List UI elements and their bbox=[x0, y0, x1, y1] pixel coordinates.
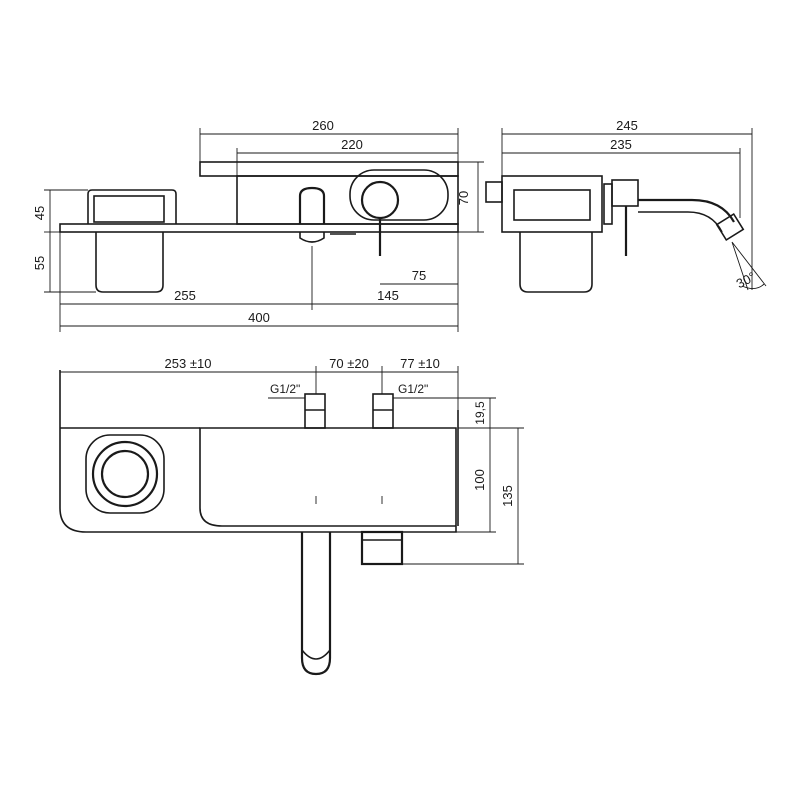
cup-holder bbox=[87, 189, 177, 224]
front-spout bbox=[298, 186, 326, 224]
side-cup-body bbox=[519, 232, 593, 293]
side-handle-body bbox=[611, 179, 639, 207]
dim-label-100: 100 bbox=[472, 469, 487, 491]
dim-label-260: 260 bbox=[312, 118, 334, 133]
front-view: 260 220 70 45 55 255 145 75 400 bbox=[32, 118, 484, 332]
dim-label-70: 70 bbox=[456, 191, 471, 205]
cup-body bbox=[95, 232, 164, 293]
handle-slot bbox=[349, 169, 449, 221]
cup-rim bbox=[93, 195, 165, 223]
top-body-outline bbox=[59, 370, 457, 533]
side-view: 245 235 30° bbox=[485, 118, 767, 293]
dim-label-135: 135 bbox=[500, 485, 515, 507]
top-spout bbox=[300, 532, 332, 676]
thread-label-right: G1/2" bbox=[398, 382, 428, 396]
top-spout-tip bbox=[301, 649, 331, 660]
top-cup-ring-inner bbox=[100, 449, 150, 499]
dim-label-245: 245 bbox=[616, 118, 638, 133]
dim-label-19-5: 19,5 bbox=[473, 401, 487, 425]
side-spout bbox=[638, 198, 735, 223]
dim-label-55: 55 bbox=[32, 256, 47, 270]
angle-arc bbox=[741, 283, 765, 289]
top-plate bbox=[199, 161, 459, 177]
dim-label-30deg: 30° bbox=[734, 269, 758, 291]
dim-label-400: 400 bbox=[248, 310, 270, 325]
shelf-bar bbox=[59, 223, 459, 233]
top-handle bbox=[360, 530, 404, 566]
inlet-right bbox=[372, 393, 394, 429]
dim-label-145: 145 bbox=[377, 288, 399, 303]
angle-lines bbox=[731, 241, 767, 291]
side-spout-inner bbox=[638, 211, 723, 233]
dim-label-235: 235 bbox=[610, 137, 632, 152]
handle-knob bbox=[360, 180, 400, 220]
main-body bbox=[236, 175, 459, 225]
dim-label-255: 255 bbox=[174, 288, 196, 303]
top-view: 253 ±10 70 ±20 77 ±10 G1/2" G1/2" 19,5 1… bbox=[59, 356, 524, 676]
dim-label-45: 45 bbox=[32, 206, 47, 220]
dim-label-220: 220 bbox=[341, 137, 363, 152]
side-spout-tip bbox=[715, 212, 745, 242]
top-cup-ring-mid bbox=[91, 440, 159, 508]
side-escutcheon bbox=[603, 183, 613, 225]
side-cup-rim bbox=[513, 189, 591, 221]
dim-label-70-20: 70 ±20 bbox=[329, 356, 369, 371]
top-cup-ring-outer bbox=[85, 434, 165, 514]
dim-label-75: 75 bbox=[412, 268, 426, 283]
thread-label-left: G1/2" bbox=[270, 382, 300, 396]
dim-label-253: 253 ±10 bbox=[165, 356, 212, 371]
inlet-left bbox=[304, 393, 326, 429]
dim-label-77: 77 ±10 bbox=[400, 356, 440, 371]
side-wall-fitting bbox=[485, 181, 503, 203]
side-wall-plate bbox=[501, 175, 603, 233]
front-spout-tip bbox=[299, 232, 325, 243]
